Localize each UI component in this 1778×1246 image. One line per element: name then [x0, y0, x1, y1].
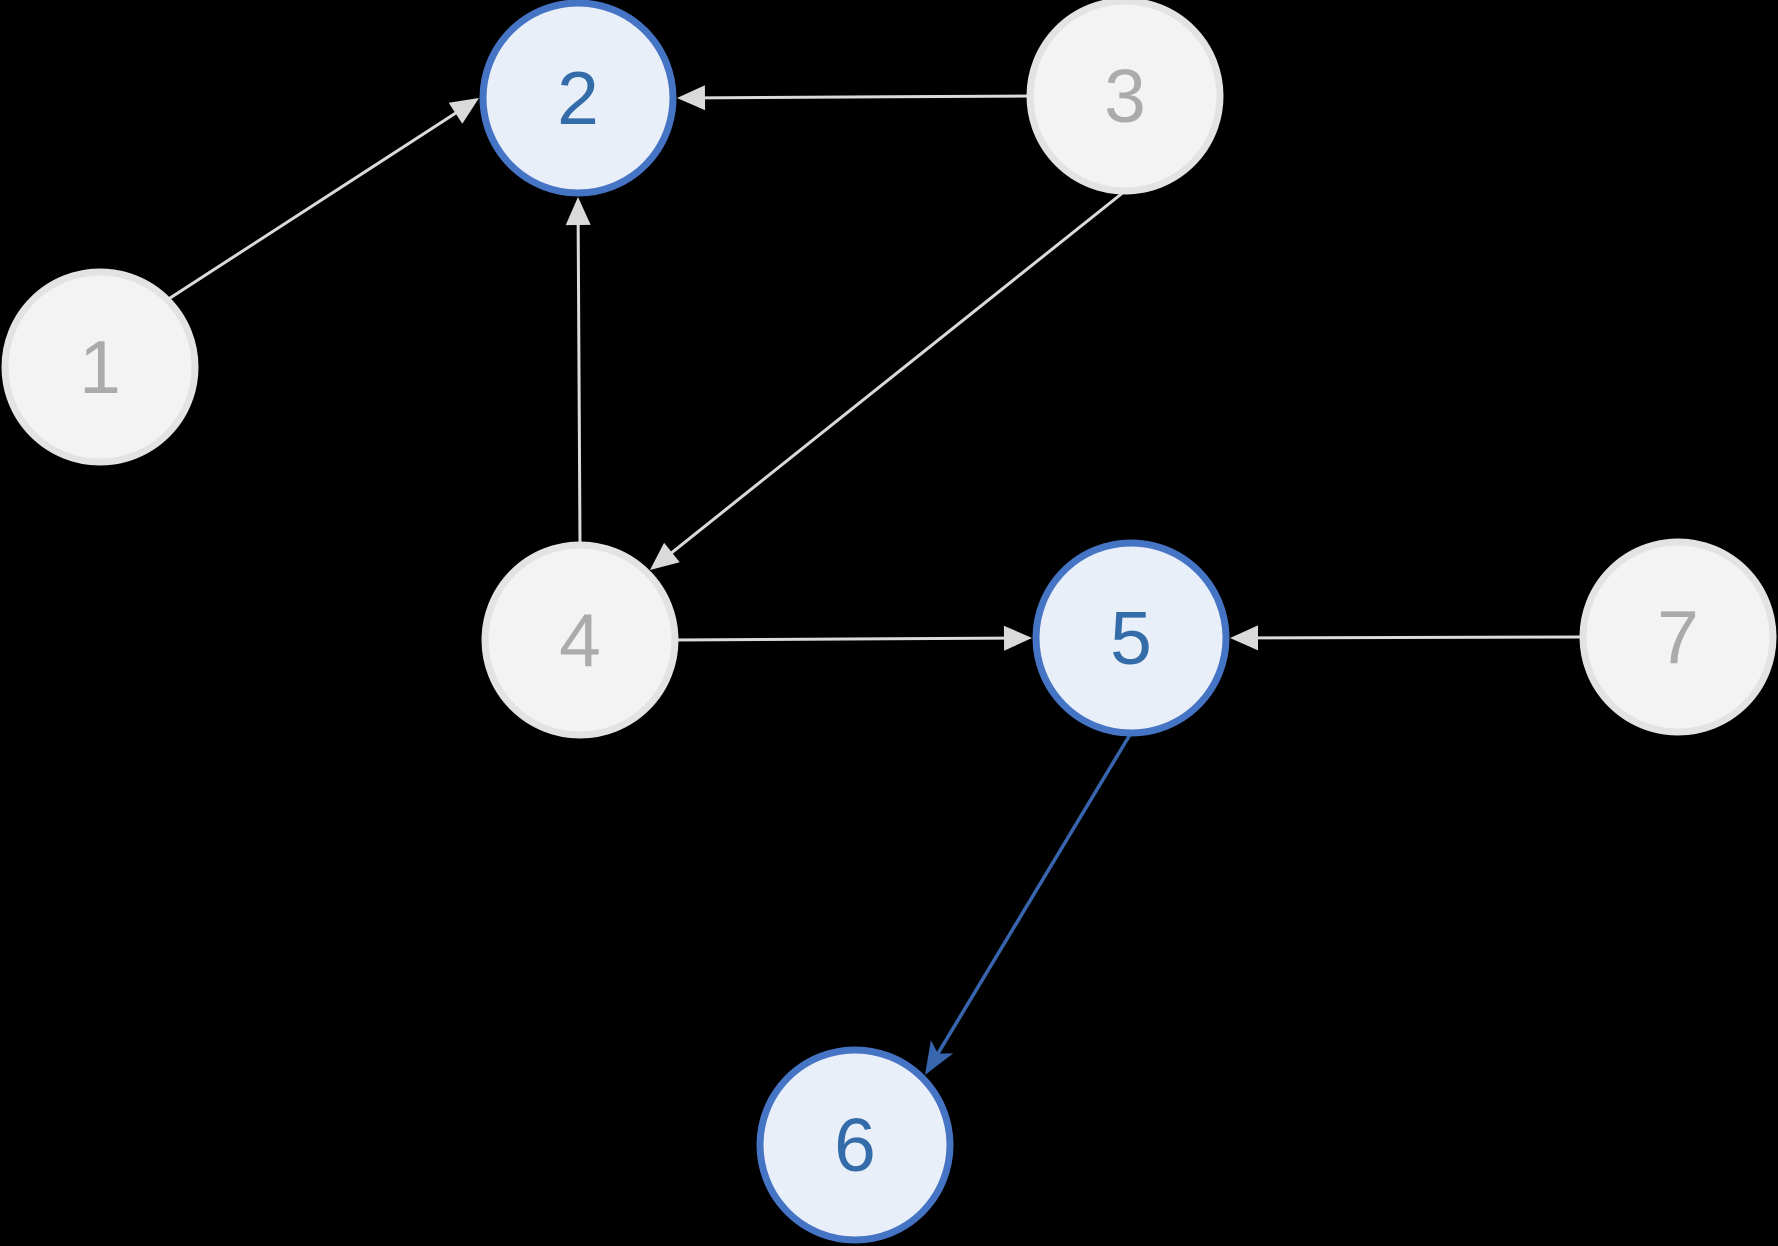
node-circle [1, 268, 199, 466]
edge-4-2 [565, 197, 591, 546]
node-7[interactable]: 7 [1579, 538, 1777, 736]
edge-line-4-2 [576, 223, 582, 546]
node-label: 5 [1110, 596, 1152, 680]
node-label: 2 [557, 56, 599, 140]
node-label: 1 [79, 325, 121, 409]
edge-5-6 [925, 732, 1133, 1075]
edge-line-4-5 [674, 636, 1006, 642]
arrowhead-icon [925, 1040, 954, 1075]
node-circle [479, 0, 677, 197]
edge-line-1-2 [166, 111, 458, 302]
node-6[interactable]: 6 [756, 1046, 954, 1244]
edge-1-2 [166, 98, 479, 302]
node-label: 4 [559, 598, 601, 682]
node-circle [1579, 538, 1777, 736]
edge-line-3-2 [703, 94, 1031, 100]
edge-7-5 [1230, 625, 1584, 651]
node-circle [481, 541, 679, 739]
edge-3-2 [677, 85, 1031, 111]
edge-line-3-4 [670, 189, 1126, 555]
node-circle [1032, 539, 1230, 737]
edge-3-4 [650, 189, 1126, 570]
node-circle [756, 1046, 954, 1244]
arrowhead-icon [677, 85, 706, 111]
node-label: 3 [1104, 54, 1146, 138]
arrowhead-icon [1230, 625, 1258, 651]
arrowhead-icon [1003, 625, 1032, 651]
node-5[interactable]: 5 [1032, 539, 1230, 737]
arrowhead-icon [650, 542, 680, 570]
arrowhead-icon [448, 98, 479, 124]
node-2[interactable]: 2 [479, 0, 677, 197]
node-circle [1026, 0, 1224, 195]
node-3[interactable]: 3 [1026, 0, 1224, 195]
node-4[interactable]: 4 [481, 541, 679, 739]
arrowhead-icon [565, 197, 591, 226]
node-1[interactable]: 1 [1, 268, 199, 466]
edge-line-5-6 [935, 732, 1133, 1056]
node-label: 7 [1657, 595, 1699, 679]
edge-line-7-5 [1256, 635, 1584, 640]
edge-4-5 [674, 625, 1032, 651]
node-label: 6 [834, 1103, 876, 1187]
